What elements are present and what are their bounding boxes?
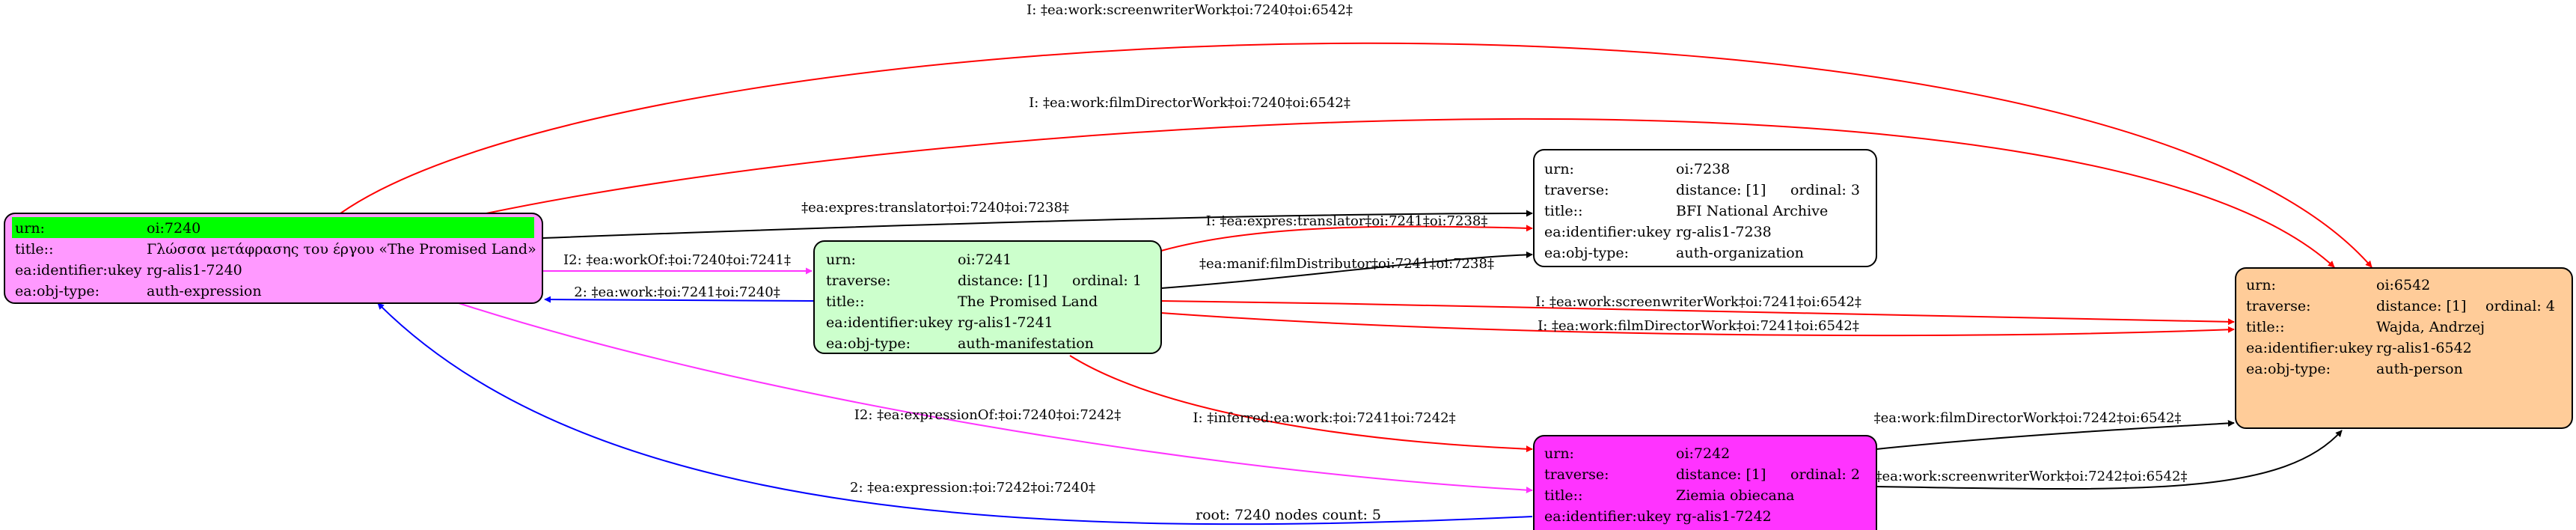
edge-label-7241-7240-work: 2: ‡ea:work:‡oi:7241‡oi:7240‡ xyxy=(574,284,780,300)
node-7241-key-0: urn: xyxy=(826,252,856,268)
edge-7242-6542-screenwriter xyxy=(1876,430,2343,490)
node-6542-extra-1: ordinal: 4 xyxy=(2485,298,2555,314)
node-7238-key-0: urn: xyxy=(1544,161,1574,177)
node-7238-value-3: rg-alis1-7238 xyxy=(1676,224,1772,240)
node-7238-key-3: ea:identifier:ukey xyxy=(1544,224,1671,240)
node-7241-value-4: auth-manifestation xyxy=(958,335,1094,352)
node-7241-key-1: traverse: xyxy=(826,272,891,289)
edge-7241-7238-distributor xyxy=(1160,251,1533,289)
node-7241-key-4: ea:obj-type: xyxy=(826,335,911,352)
node-7242-value-2: Ziemia obiecana xyxy=(1676,487,1794,504)
node-7242-box xyxy=(1533,435,1877,530)
node-7241[interactable]: urn: oi:7241 traverse: distance: [1] ord… xyxy=(813,240,1162,354)
node-7240-value-0: oi:7240 xyxy=(147,220,201,237)
node-7242-key-1: traverse: xyxy=(1544,466,1609,483)
node-6542-value-0: oi:6542 xyxy=(2376,277,2430,293)
node-7242-value-3: rg-alis1-7242 xyxy=(1676,508,1772,525)
edge-label-7240-6542-screenwriter: I: ‡ea:work:screenwriterWork‡oi:7240‡oi:… xyxy=(1027,2,1353,18)
node-6542-value-1: distance: [1] xyxy=(2376,298,2466,314)
node-7238-key-2: title:: xyxy=(1544,203,1582,219)
node-7242-key-0: urn: xyxy=(1544,445,1574,462)
edge-label-7240-7242-expressionof: I2: ‡ea:expressionOf:‡oi:7240‡oi:7242‡ xyxy=(854,407,1121,423)
node-7238-value-1: distance: [1] xyxy=(1676,182,1766,198)
node-7242-key-2: title:: xyxy=(1544,487,1582,504)
node-7240-value-2: rg-alis1-7240 xyxy=(147,262,242,278)
node-6542-value-2: Wajda, Andrzej xyxy=(2376,319,2485,335)
edge-label-7242-6542-filmdirector: ‡ea:work:filmDirectorWork‡oi:7242‡oi:654… xyxy=(1874,410,2182,426)
node-7242-key-3: ea:identifier:ukey xyxy=(1544,508,1671,525)
edge-7241-7242-inferred xyxy=(1069,355,1533,453)
edges: I: ‡ea:work:screenwriterWork‡oi:7240‡oi:… xyxy=(340,2,2372,526)
node-6542-key-2: title:: xyxy=(2246,319,2284,335)
node-7241-box xyxy=(813,240,1162,354)
node-6542-box xyxy=(2235,267,2573,429)
node-6542-key-3: ea:identifier:ukey xyxy=(2246,340,2373,356)
edge-label-7241-7238-distributor: ‡ea:manif:filmDistributor‡oi:7241‡oi:723… xyxy=(1199,256,1494,272)
edge-7241-7240-work xyxy=(544,296,815,303)
edge-7240-6542-screenwriter xyxy=(340,42,2372,268)
node-6542-value-4: auth-person xyxy=(2376,361,2463,377)
edge-label-7242-6542-screenwriter: ‡ea:work:screenwriterWork‡oi:7242‡oi:654… xyxy=(1876,469,2188,484)
node-7242-value-1: distance: [1] xyxy=(1676,466,1766,483)
node-7240-key-1: title:: xyxy=(15,241,53,258)
node-7240-key-3: ea:obj-type: xyxy=(15,283,100,299)
edge-7241-7238-translator xyxy=(1160,225,1533,252)
node-7241-key-2: title:: xyxy=(826,293,864,310)
edge-7242-7240-expression xyxy=(377,302,1533,526)
node-7238-value-4: auth-organization xyxy=(1676,245,1804,261)
edge-7242-6542-filmdirector xyxy=(1876,419,2235,450)
edge-7240-6542-filmdirector xyxy=(486,118,2335,268)
node-7241-value-2: The Promised Land xyxy=(958,293,1098,310)
node-6542-value-3: rg-alis1-6542 xyxy=(2376,340,2472,356)
edge-label-7241-6542-filmdirector: I: ‡ea:work:filmDirectorWork‡oi:7241‡oi:… xyxy=(1538,318,1859,334)
node-7238-key-1: traverse: xyxy=(1544,182,1609,198)
node-7238-key-4: ea:obj-type: xyxy=(1544,245,1629,261)
node-7238-box xyxy=(1533,149,1877,267)
edge-label-7242-7240-expression: 2: ‡ea:expression:‡oi:7242‡oi:7240‡ xyxy=(850,480,1095,496)
edge-label-7240-7241-workof: I2: ‡ea:workOf:‡oi:7240‡oi:7241‡ xyxy=(563,252,791,268)
node-7241-extra-1: ordinal: 1 xyxy=(1072,272,1142,289)
edge-label-7240-6542-filmdirector: I: ‡ea:work:filmDirectorWork‡oi:7240‡oi:… xyxy=(1029,95,1350,111)
node-7242-extra-1: ordinal: 2 xyxy=(1790,466,1860,483)
node-7238-value-0: oi:7238 xyxy=(1676,161,1730,177)
node-7238-extra-1: ordinal: 3 xyxy=(1790,182,1860,198)
node-7241-key-3: ea:identifier:ukey xyxy=(826,314,953,331)
node-7238[interactable]: urn: oi:7238 traverse: distance: [1] ord… xyxy=(1533,149,1877,267)
edge-label-7241-7242-inferred: I: ‡inferred:ea:work:‡oi:7241‡oi:7242‡ xyxy=(1193,410,1455,426)
node-7241-value-3: rg-alis1-7241 xyxy=(958,314,1053,331)
graph-footer: root: 7240 nodes count: 5 xyxy=(1196,507,1381,523)
node-7242[interactable]: urn: oi:7242 traverse: distance: [1] ord… xyxy=(1533,435,1877,530)
edge-7240-7242-expressionof xyxy=(456,302,1533,494)
node-6542-key-0: urn: xyxy=(2246,277,2276,293)
node-7240-key-2: ea:identifier:ukey xyxy=(15,262,142,278)
node-7240[interactable]: urn: oi:7240 title:: Γλώσσα μετάφρασης τ… xyxy=(4,213,543,304)
node-7238-value-2: BFI National Archive xyxy=(1676,203,1828,219)
node-7241-value-1: distance: [1] xyxy=(958,272,1047,289)
node-7240-value-1: Γλώσσα μετάφρασης του έργου «The Promise… xyxy=(147,241,536,258)
node-7242-value-0: oi:7242 xyxy=(1676,445,1730,462)
node-7240-value-3: auth-expression xyxy=(147,283,262,299)
edge-label-7241-7238-translator: I: ‡ea:expres:translator‡oi:7241‡oi:7238… xyxy=(1206,213,1488,229)
node-6542[interactable]: urn: oi:6542 traverse: distance: [1] ord… xyxy=(2235,267,2573,429)
node-7241-value-0: oi:7241 xyxy=(958,252,1012,268)
edge-7240-7238-translator xyxy=(542,210,1533,239)
edge-label-7241-6542-screenwriter: I: ‡ea:work:screenwriterWork‡oi:7241‡oi:… xyxy=(1535,294,1861,310)
edge-label-7240-7238-translator: ‡ea:expres:translator‡oi:7240‡oi:7238‡ xyxy=(801,200,1069,216)
node-6542-key-1: traverse: xyxy=(2246,298,2311,314)
node-6542-key-4: ea:obj-type: xyxy=(2246,361,2331,377)
node-7240-key-0: urn: xyxy=(15,220,45,237)
node-7240-urn-highlight xyxy=(12,217,534,238)
edge-7241-6542-filmdirector xyxy=(1160,312,2235,337)
